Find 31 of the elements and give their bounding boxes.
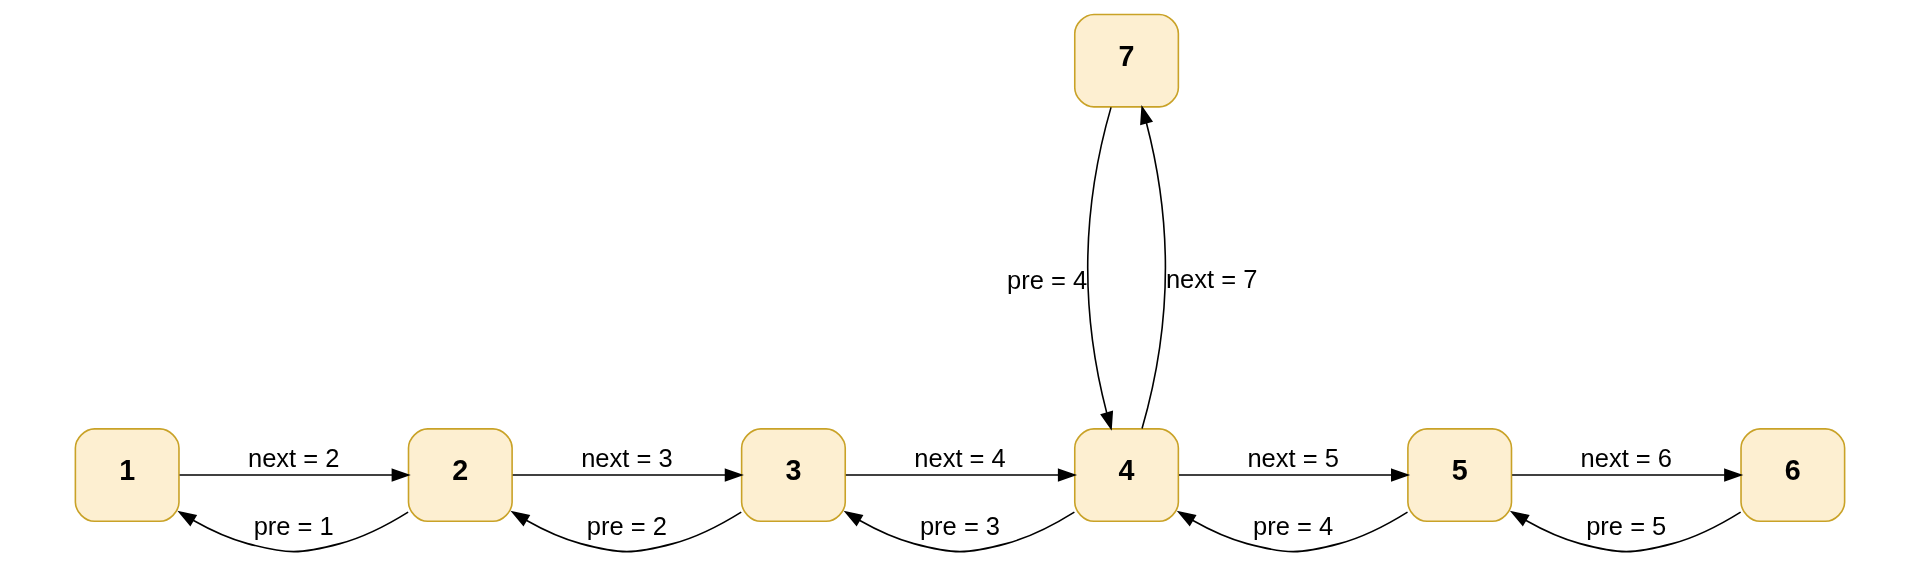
arrow (1178, 468, 1411, 482)
edge-label: pre = 1 (253, 512, 334, 541)
edge-label: next = 7 (1165, 264, 1258, 293)
edge-label: pre = 4 (1007, 265, 1088, 294)
arrow (177, 510, 409, 553)
node-box: 6 (1740, 428, 1846, 523)
edge-label: next = 3 (581, 443, 673, 472)
arrow (1086, 106, 1114, 431)
edge-label: next = 6 (1580, 443, 1672, 472)
node-box: 4 (1073, 428, 1180, 523)
arrow (843, 510, 1076, 553)
arrow (1509, 510, 1742, 553)
arrow (1176, 510, 1409, 553)
node-box: 5 (1407, 428, 1513, 523)
arrow (178, 468, 411, 482)
arrow (510, 510, 743, 553)
edge-label: pre = 5 (1586, 512, 1667, 541)
node-box: 2 (407, 428, 513, 523)
node-box: 3 (740, 428, 847, 523)
edge-label: pre = 3 (919, 512, 1001, 541)
edge-label: next = 4 (914, 443, 1006, 472)
node-box: 7 (1073, 13, 1180, 108)
node-box: 1 (74, 428, 180, 523)
arrow (1140, 105, 1167, 430)
arrow (845, 468, 1078, 482)
edge-label: next = 5 (1247, 443, 1339, 472)
edge-label: pre = 2 (586, 512, 667, 541)
edge-label: next = 2 (248, 443, 340, 472)
edge-label: pre = 4 (1253, 512, 1334, 541)
arrow (511, 468, 744, 482)
arrow (1511, 468, 1744, 482)
